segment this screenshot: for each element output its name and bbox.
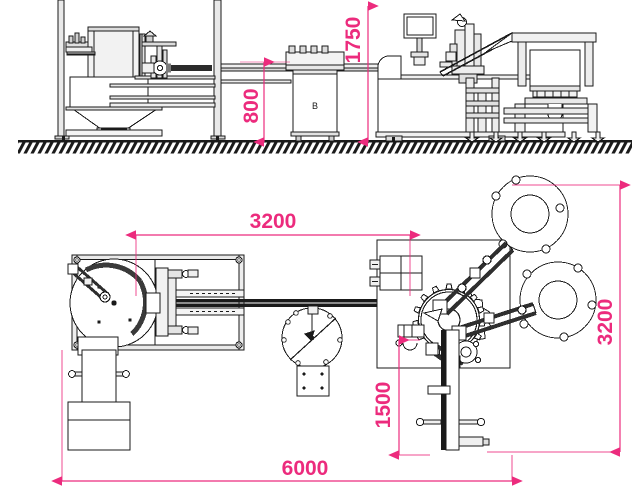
plan-dimension-group: 3200 3200 1500 6000 xyxy=(51,180,631,486)
plan-pusher-assembly xyxy=(145,267,396,337)
elevation-press-frame xyxy=(511,32,598,133)
dimension-3200-width: 3200 xyxy=(125,210,421,296)
elevation-drive-mechanism xyxy=(109,30,216,108)
dimension-6000-label: 6000 xyxy=(282,457,329,480)
dimension-3200-depth-label: 3200 xyxy=(594,299,617,346)
dimension-800-label: 800 xyxy=(240,88,263,123)
plan-pedestal xyxy=(67,349,131,451)
plan-reel-holder-upper xyxy=(422,175,569,322)
dimension-1750-label: 1750 xyxy=(342,17,365,64)
cabinet-label: B xyxy=(312,101,318,111)
ground-line-elevation xyxy=(18,140,632,154)
plan-vertical-rail xyxy=(415,329,490,451)
dimension-1750: 1750 xyxy=(342,1,379,147)
top-plan-view xyxy=(67,175,597,451)
plan-reel-holder-lower xyxy=(451,261,597,342)
elevation-hmi-panel xyxy=(403,13,437,66)
elevation-control-cabinet: B xyxy=(285,45,345,142)
dimension-6000: 6000 xyxy=(51,350,523,486)
dimension-3200-width-label: 3200 xyxy=(250,210,297,233)
elevation-dimension-group: 800 1750 xyxy=(240,1,379,147)
elevation-casters xyxy=(464,131,606,143)
dimension-1500: 1500 xyxy=(372,335,430,460)
dimension-800: 800 xyxy=(240,57,290,147)
plan-cassette-block xyxy=(369,255,423,291)
dimension-1500-label: 1500 xyxy=(372,382,395,429)
dimension-3200-depth: 3200 xyxy=(487,180,631,457)
plan-turntable xyxy=(281,305,343,397)
elevation-hopper-unit xyxy=(54,0,226,141)
